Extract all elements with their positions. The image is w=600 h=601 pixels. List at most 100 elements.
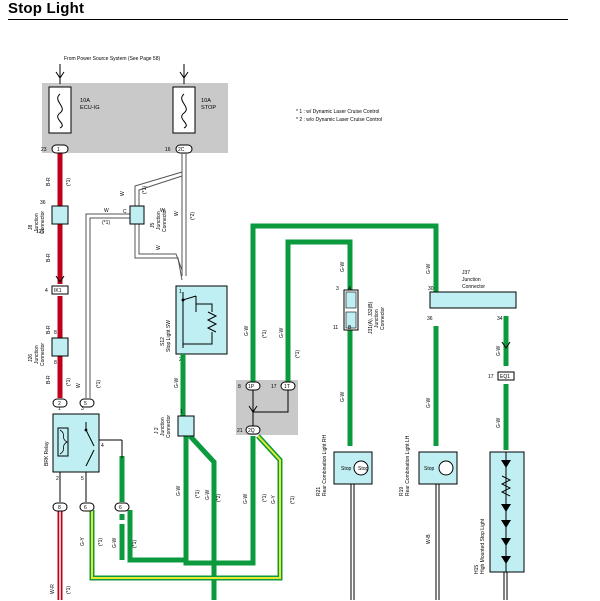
wire-g-y-stripes — [89, 434, 283, 581]
svg-text:Rear Combination Light LH: Rear Combination Light LH — [405, 435, 411, 496]
svg-text:30: 30 — [428, 286, 434, 292]
svg-text:S12: S12 — [160, 337, 166, 346]
svg-text:Connector: Connector — [162, 209, 168, 232]
svg-text:6: 6 — [84, 505, 87, 511]
svg-text:G-W: G-W — [112, 537, 118, 548]
connector-1p-1t-2q: 1P 8 1T 17 2Q 21 — [237, 381, 296, 435]
svg-text:1P: 1P — [248, 384, 255, 390]
wire-w-b — [350, 484, 508, 600]
svg-text:G-W: G-W — [243, 493, 249, 504]
r19-rear-combination-light-lh: Stop R19 Rear Combination Light LH — [399, 435, 458, 496]
svg-text:G-W: G-W — [340, 261, 346, 272]
svg-text:2: 2 — [58, 401, 61, 407]
svg-text:Junction: Junction — [34, 345, 40, 364]
svg-text:1: 1 — [179, 289, 182, 295]
svg-text:B-R: B-R — [46, 375, 52, 384]
svg-text:J31(A), J32(B): J31(A), J32(B) — [368, 301, 374, 334]
r21-rear-combination-light-rh: Stop Stop R21 Rear Combination Light RH — [316, 434, 373, 496]
brk-bottom-connectors: 8 6 6 — [52, 502, 130, 512]
svg-text:36: 36 — [427, 316, 433, 322]
svg-text:1: 1 — [58, 406, 61, 412]
power-source-arrows — [55, 64, 189, 84]
eq1-connector: EQ1 17 — [488, 371, 515, 381]
svg-text:Stop: Stop — [358, 466, 369, 472]
svg-text:2C: 2C — [178, 147, 185, 153]
svg-text:Junction: Junction — [374, 309, 380, 328]
svg-text:Junction: Junction — [462, 277, 481, 283]
svg-text:(*1): (*1) — [295, 350, 301, 358]
svg-text:(*1): (*1) — [66, 178, 72, 186]
wire-g-w-main — [119, 223, 509, 600]
svg-text:G-W: G-W — [496, 417, 502, 428]
svg-text:G-W: G-W — [426, 397, 432, 408]
svg-text:A: A — [348, 286, 352, 292]
svg-text:IK1: IK1 — [54, 288, 62, 294]
svg-text:(*1): (*1) — [195, 490, 201, 498]
svg-text:Stop Light SW: Stop Light SW — [166, 320, 172, 352]
svg-text:J26: J26 — [28, 354, 34, 362]
svg-text:34: 34 — [497, 316, 503, 322]
wire-labels-green: G-W G-W (*1) G-W (*2) G-W (*1) G-Y (*1) … — [50, 261, 502, 594]
fuse-ecu-ig: 10A ECU-IG — [48, 86, 100, 134]
svg-text:36: 36 — [40, 200, 46, 206]
svg-text:B-R: B-R — [46, 325, 52, 334]
svg-text:3: 3 — [336, 286, 339, 292]
svg-text:G-W: G-W — [205, 489, 211, 500]
svg-text:BRK Relay: BRK Relay — [44, 441, 50, 466]
svg-text:Stop: Stop — [341, 466, 352, 472]
svg-text:W-R: W-R — [50, 584, 56, 594]
svg-text:Junction: Junction — [160, 417, 166, 436]
h15-high-mounted-stop-light: H15 High Mounted Stop Light — [474, 451, 525, 574]
svg-text:W: W — [156, 245, 162, 250]
svg-text:(*1): (*1) — [142, 186, 148, 194]
svg-text:8: 8 — [238, 384, 241, 390]
svg-text:(*1): (*1) — [98, 538, 104, 546]
svg-text:J8: J8 — [28, 225, 34, 231]
svg-text:B-R: B-R — [46, 177, 52, 186]
svg-text:J37: J37 — [462, 270, 470, 276]
svg-text:126: 126 — [36, 229, 45, 235]
j5-junction-connector: C J5 Junction Connector — [123, 205, 168, 232]
note-1: * 1 : w/ Dynamic Laser Cruise Control — [296, 109, 379, 115]
svg-text:High Mounted Stop Light: High Mounted Stop Light — [480, 518, 486, 574]
svg-text:Stop: Stop — [424, 466, 435, 472]
svg-text:4: 4 — [101, 443, 104, 449]
svg-text:(*1): (*1) — [102, 220, 110, 226]
svg-text:8: 8 — [58, 505, 61, 511]
svg-text:3: 3 — [81, 406, 84, 412]
svg-text:17: 17 — [271, 384, 277, 390]
title-rule — [8, 19, 568, 20]
svg-text:W: W — [174, 211, 180, 216]
svg-text:G-W: G-W — [496, 345, 502, 356]
svg-text:W: W — [120, 191, 126, 196]
j31-j32-junction-connector: A 3 B 11 J31(A), J32(B) Junction Connect… — [333, 286, 386, 334]
connector-23-1: 1 23 — [41, 144, 69, 154]
svg-text:B-R: B-R — [46, 253, 52, 262]
page-title: Stop Light — [8, 0, 85, 17]
svg-text:G-W: G-W — [340, 391, 346, 402]
svg-text:Connector: Connector — [166, 415, 172, 438]
svg-text:G-Y: G-Y — [271, 494, 277, 504]
svg-text:(*1): (*1) — [96, 380, 102, 388]
svg-text:21: 21 — [237, 428, 243, 434]
svg-text:R19: R19 — [399, 487, 405, 496]
svg-text:2: 2 — [56, 476, 59, 482]
fuse-box-shade — [42, 83, 228, 153]
svg-text:(*1): (*1) — [290, 496, 296, 504]
svg-text:G-W: G-W — [426, 263, 432, 274]
brk-top-connectors: 2 5 — [52, 398, 95, 408]
svg-text:Connector: Connector — [40, 211, 46, 234]
j2-junction-connector: 1 J 2 Junction Connector — [154, 409, 195, 438]
svg-text:(*1): (*1) — [66, 586, 72, 594]
svg-text:5: 5 — [84, 401, 87, 407]
svg-text:5: 5 — [81, 476, 84, 482]
svg-text:(*2): (*2) — [216, 494, 222, 502]
svg-text:W: W — [104, 208, 109, 214]
svg-text:16: 16 — [165, 147, 171, 153]
svg-text:(*1): (*1) — [262, 330, 268, 338]
ik1-connector: IK1 4 — [45, 285, 69, 295]
wire-b-r — [55, 150, 65, 398]
s12-stop-light-switch: 1 2 S12 Stop Light SW — [160, 285, 228, 363]
svg-text:6: 6 — [119, 505, 122, 511]
fuse-ecu-name: ECU-IG — [80, 105, 100, 111]
